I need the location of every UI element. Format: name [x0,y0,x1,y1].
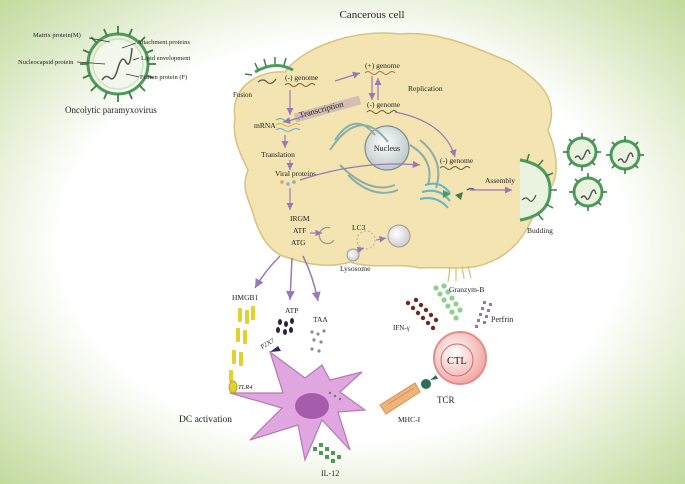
neg-genome-label-2: (-) genome [367,100,401,109]
perforin-molecules [475,301,492,328]
taa-molecules [310,329,326,353]
golgi-apparatus [419,182,451,209]
tcr-arm [430,375,438,380]
autophagy-arrows [310,229,387,253]
atp-molecules [276,318,294,335]
viral-proteins-label: Viral proteins [275,169,316,178]
viral-protein-dots [280,180,296,186]
tlr4-label: TLR4 [238,384,253,391]
attachment-proteins-label: Attachment proteins [137,39,190,46]
neg-genome-strand-1 [284,83,316,87]
fusion-protein-label: Fusion protein (F) [140,74,187,81]
virus-leader-lines [76,37,140,78]
mhc1-label: MHC-I [398,415,421,424]
perforin-label: Perfrin [491,315,513,324]
taa-label: TAA [313,315,328,324]
irgm-label: IRGM [290,214,310,223]
lipid-envelopment-label: Lipid envelopment [141,55,190,62]
translation-label: Translation [261,150,295,159]
pos-genome-strand [364,71,396,75]
hmgb1-label: HMGB1 [232,293,259,302]
neg-genome-strand-3 [439,166,471,170]
lysosome-label: Lysosome [340,264,371,273]
dc-granules [328,391,342,401]
mhc1-complex [379,382,421,415]
damp-release-arrows [254,255,321,302]
matrix-protein-label: Matrix protein(M) [33,32,81,39]
il12-molecules [313,443,341,463]
tlr4-receptor [228,380,238,394]
autolysosome-shape [387,224,411,248]
virus-name-label: Oncolytic paramyxovirus [65,105,157,115]
fusion-label: Fusion [233,91,253,99]
endoplasmic-reticulum [329,122,440,194]
p2x7-receptor [270,346,281,352]
ifn-gamma-label: IFN-γ [393,324,410,332]
neg-genome-label-1: (-) genome [285,73,319,82]
budding-label: Budding [527,226,553,235]
intracellular-arrows [281,71,512,210]
neg-genome-label-3: (-) genome [440,156,474,165]
budding-virus [519,153,557,222]
ctl-cell [433,331,487,385]
pos-genome-label: (+) genome [365,61,401,70]
dc-activation-label: DC activation [179,415,232,425]
granzyme-b-molecules [433,283,463,321]
replication-label: Replication [408,84,443,93]
atf-label: ATF [293,226,306,235]
phagophore-shape [318,226,335,245]
cell-cilia [447,265,472,283]
autophagosome-shape [356,230,376,250]
atg-label: ATG [291,238,306,247]
nucleocapsid-protein-label: Nucleocapsid protein [18,59,74,66]
assembly-label: Assembly [485,176,515,185]
paramyxovirus-diagram [80,26,156,102]
lc3-label: LC3 [352,223,366,232]
ctl-label: CTL [447,356,467,367]
neg-genome-strand-2 [366,110,398,114]
mrna-label: mRNA [254,121,276,130]
atp-label: ATP [285,306,298,315]
granzyme-b-label: Granzym-B [449,285,484,294]
fusing-virus [244,57,294,85]
nucleus-label: Nucleus [374,144,400,153]
lysosome-shape [346,248,360,262]
ctl-nucleus [440,343,474,377]
nucleus-shape [364,125,410,171]
tcr-receptor [421,379,431,389]
tcr-label: TCR [437,395,455,405]
dc-nucleus [295,393,329,419]
il12-label: IL-12 [321,469,339,478]
ifn-gamma-molecules [405,297,439,331]
hmgb1-molecules [229,306,255,382]
cell-title: Cancerous cell [339,9,404,21]
